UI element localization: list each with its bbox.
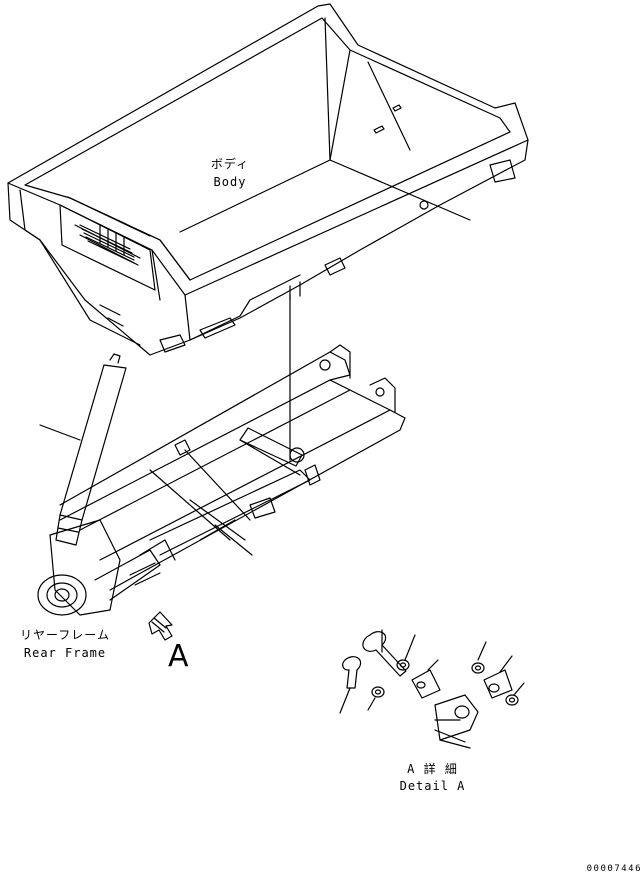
view-letter: A	[168, 639, 189, 674]
link-leader	[214, 524, 253, 556]
body-label-jp: ボディ	[210, 157, 250, 171]
drawing-number: 00007446	[586, 864, 642, 874]
detail-label-jp: A 詳 細	[407, 762, 458, 776]
rear-frame-label-en: Rear Frame	[23, 646, 107, 660]
detail-label-en: Detail A	[399, 779, 466, 793]
rear-frame	[37, 344, 406, 616]
dump-body	[7, 3, 529, 356]
view-arrow	[148, 611, 173, 641]
body-label-en: Body	[213, 175, 247, 189]
detail-a-parts	[339, 629, 525, 749]
cylinder-leader	[39, 424, 81, 441]
rear-frame-label-jp: リヤーフレーム	[20, 628, 110, 642]
